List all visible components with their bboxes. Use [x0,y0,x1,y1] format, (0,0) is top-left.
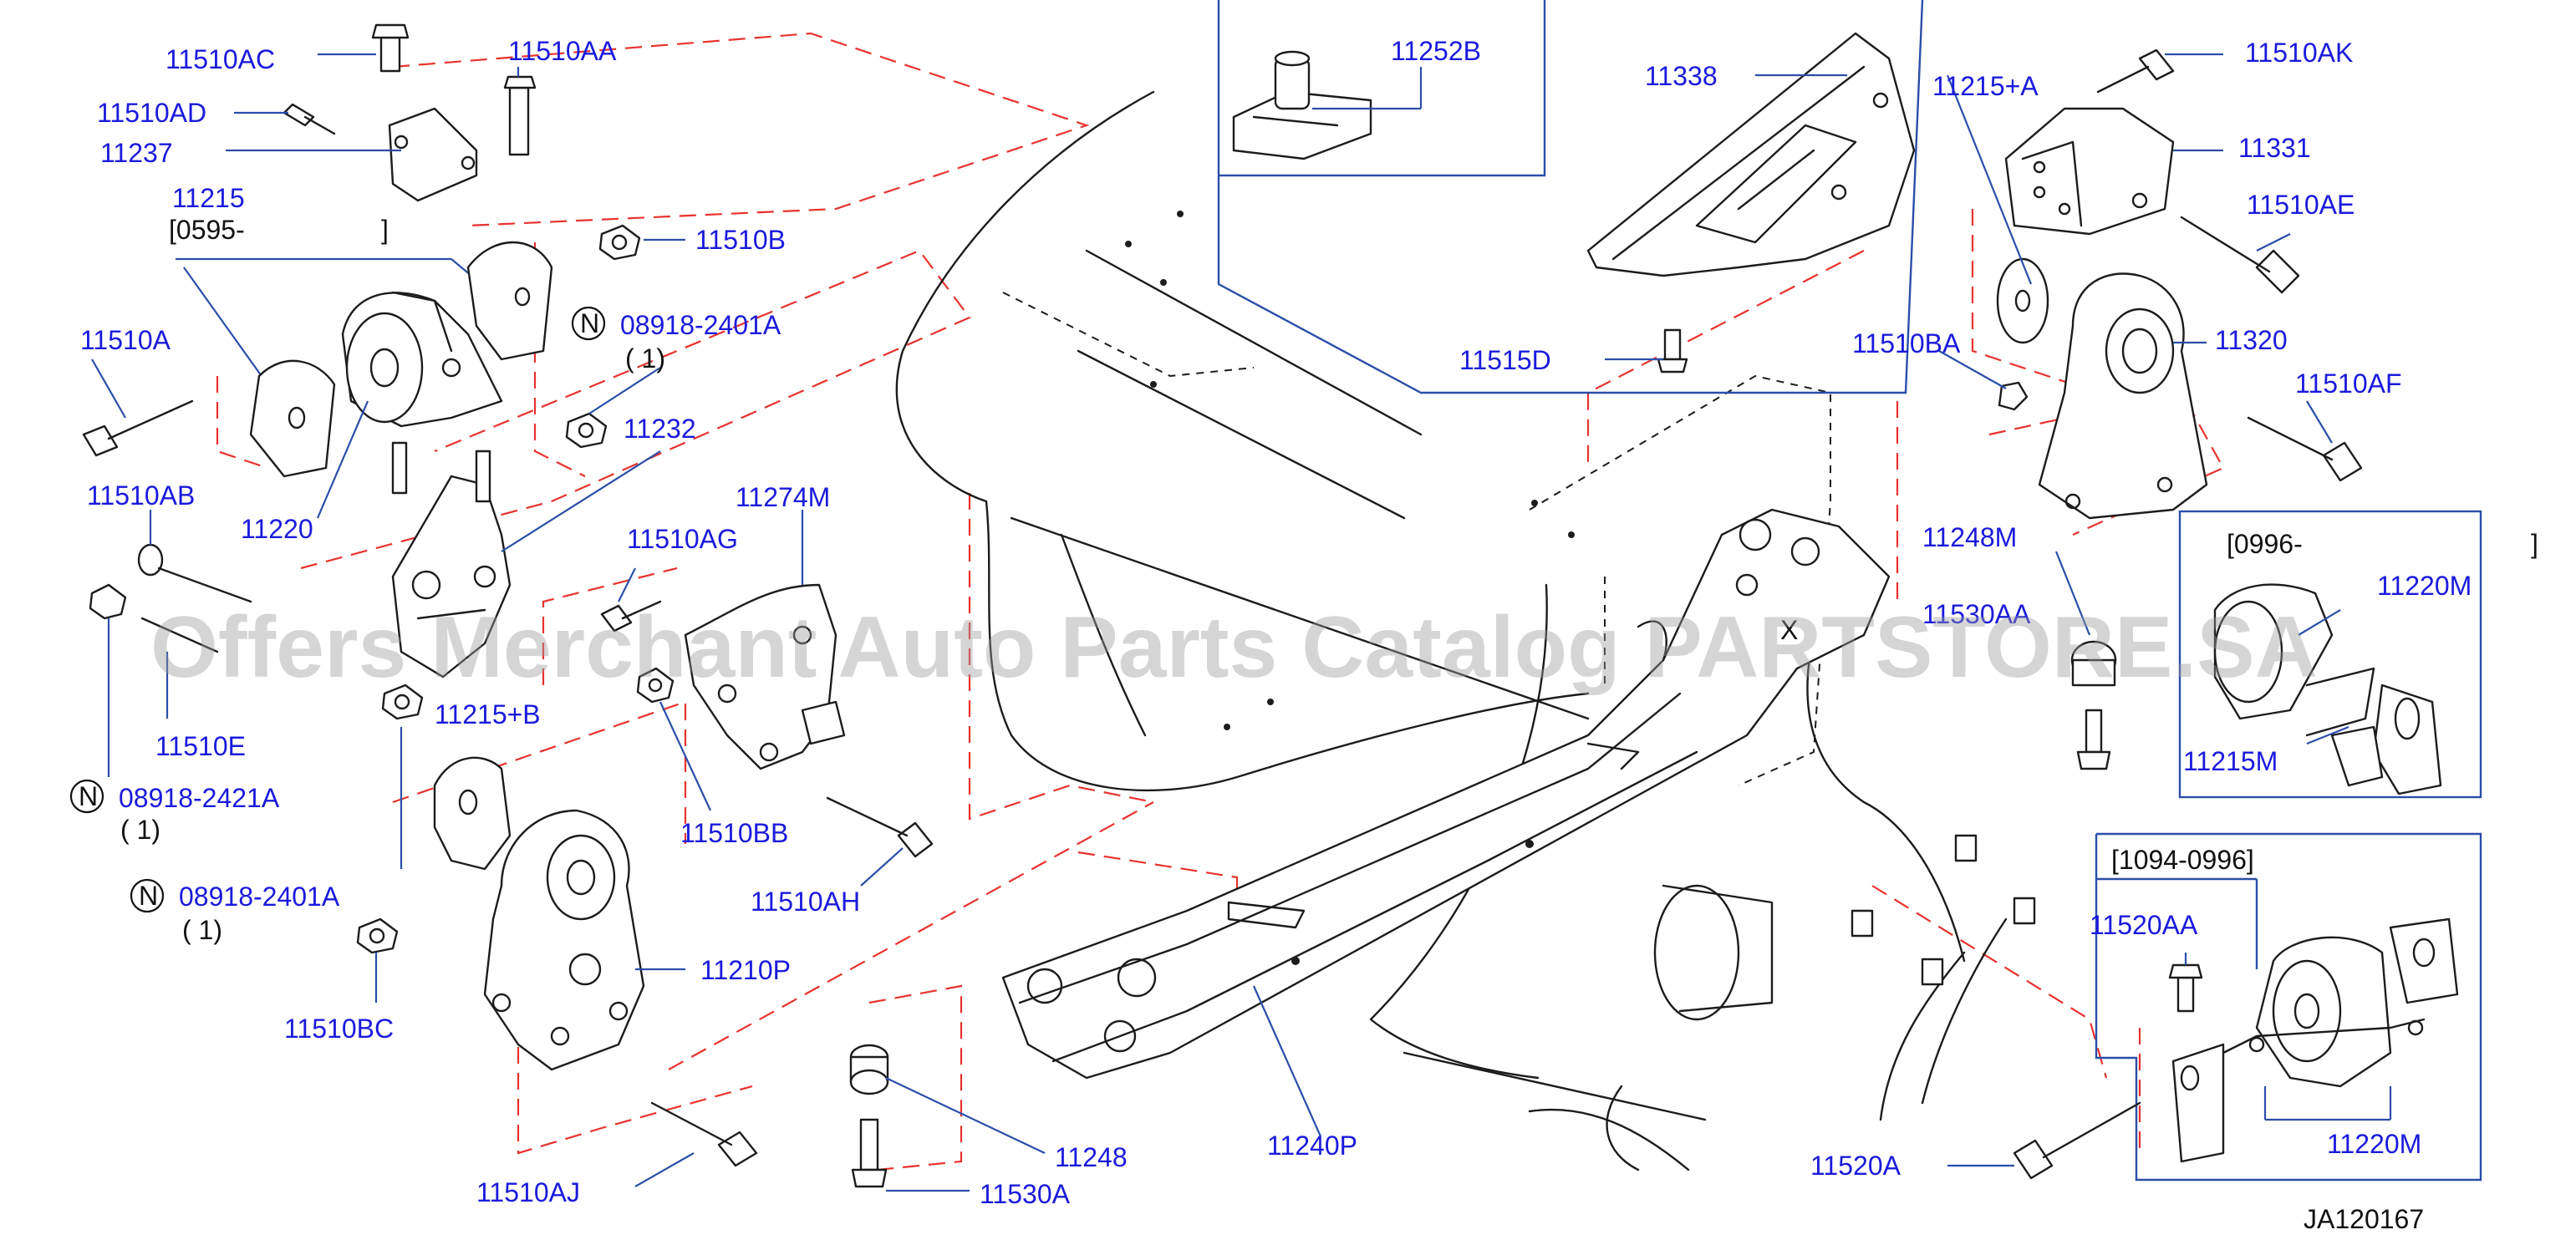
inset-box-11252B [1217,0,1924,394]
bolt-11510AH [826,796,934,887]
left-mount-bottom-11210P [381,684,685,1071]
label-11215: 11215 [172,183,245,213]
label-11215A: 11215+A [1932,71,2039,101]
stud-11510E [89,583,219,777]
diagram-code: JA120167 [2304,1204,2424,1234]
n-symbol-icon [571,306,606,341]
n-symbol-icon [130,878,165,913]
n-symbol-icon [69,779,104,814]
label-11331: 11331 [2238,133,2311,163]
right-side-bolts [1938,48,2363,770]
label-11248M: 11248M [1922,522,2017,552]
label-11240P: 11240P [1267,1131,1357,1161]
label-11510A: 11510A [80,325,171,355]
label-11274M: 11274M [736,482,830,512]
label-box-0996-range: [0996- [2227,529,2303,559]
label-11510AK: 11510AK [2245,38,2353,68]
label-11510BA: 11510BA [1852,328,1961,358]
bolt-11510AJ [634,1101,758,1187]
heat-shield-11338 [1586,32,1916,374]
label-11510AC: 11510AC [165,44,275,74]
nut-11510BC [356,917,399,1003]
label-11510E: 11510E [155,731,246,761]
label-11210P: 11210P [700,955,791,985]
left-mount-11215-11220 [176,241,553,519]
label-box-1094-0996-range: [1094-0996] [2111,845,2254,875]
bolt-11530A [851,1118,970,1192]
label-11248: 11248 [1055,1142,1128,1172]
collar-group [1851,834,2036,986]
bolt-11510A [82,358,194,457]
crossmember-11240P: X [1001,508,1891,1080]
svg-text:X: X [1780,615,1798,645]
label-11510AD: 11510AD [97,98,206,128]
label-11520A: 11520A [1810,1151,1901,1181]
label-08918-2421A: 08918-2421A [119,783,280,813]
label-11510AH: 11510AH [751,887,860,917]
label-11510AB: 11510AB [87,480,195,511]
label-11237: 11237 [100,138,173,168]
label-11510BB: 11510BB [680,818,788,848]
label-08918-2401A-top: 08918-2401A [620,310,781,340]
bracket-11232 [391,441,661,678]
label-11510AG: 11510AG [627,524,738,554]
nuts-left-top [565,224,685,449]
label-11510B: 11510B [695,225,786,255]
inset-box-1094-0996 [2095,832,2482,1182]
label-11338: 11338 [1645,61,1718,91]
label-box-0996-range-end: ] [2531,529,2538,559]
bushing-11248 [849,1044,1046,1154]
chassis-dashed-hints [1002,211,1831,786]
bracket-11274M [600,510,846,811]
label-11510AJ: 11510AJ [476,1177,580,1207]
label-08918-2401A-bottom: 08918-2401A [179,882,340,912]
label-11320: 11320 [2215,325,2288,355]
label-11515D: 11515D [1459,345,1551,375]
label-11232: 11232 [624,414,696,444]
label-11215B: 11215+B [435,699,541,729]
label-11220M-bottom: 11220M [2327,1129,2421,1159]
label-11530A: 11530A [980,1179,1071,1209]
label-08918-2421A-qty: ( 1) [120,815,160,845]
n-letter-top: N [580,308,599,338]
label-11220: 11220 [241,514,313,544]
bolt-11510AB [137,510,252,603]
label-11215-range-end: ] [381,215,389,245]
label-08918-2401A-bottom-qty: ( 1) [182,915,222,945]
label-11215M: 11215M [2183,746,2278,776]
label-11530AA: 11530AA [1922,599,2031,629]
label-08918-2401A-top-qty: ( 1) [625,343,665,374]
assembly-dashed-lines [216,32,2225,1171]
label-11510AA: 11510AA [508,36,617,66]
right-mount-assembly [1946,74,2223,520]
left-mount-top [226,23,537,202]
label-11215-range: [0595- [169,215,245,245]
n-letter-mid: N [79,781,98,811]
inset-box-0996 [2178,510,2482,799]
label-11520AA: 11520AA [2090,910,2198,940]
label-11510AE: 11510AE [2247,190,2355,220]
callout-labels: 11510AC 11510AA 11510AD 11237 11215 [059… [79,36,2538,1234]
label-11220M-top: 11220M [2377,571,2472,601]
n-letter-bottom: N [139,881,158,911]
label-11510AF: 11510AF [2295,368,2402,399]
leader-11240P [1252,985,1322,1137]
label-11252B: 11252B [1391,36,1481,66]
n-symbol-circles [69,306,606,913]
vehicle-body-outline [895,90,2008,1171]
label-11510BC: 11510BC [284,1014,394,1044]
watermark-text: Offers Merchant Auto Parts Catalog PARTS… [150,599,2318,696]
bolt-11520A [1947,1101,2141,1180]
